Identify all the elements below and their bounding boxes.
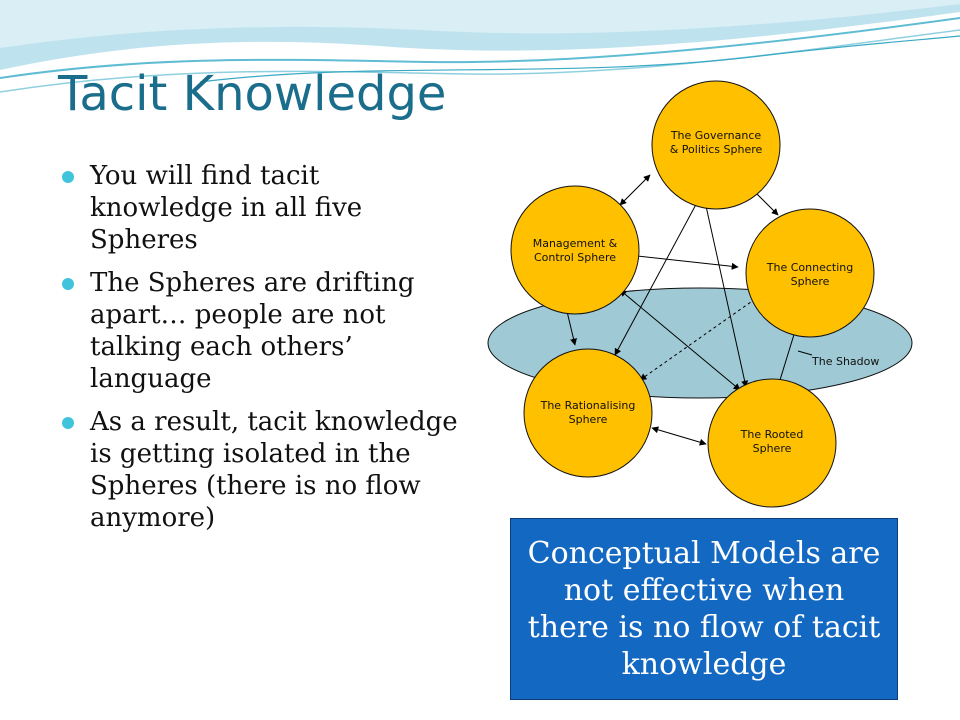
sphere-label-line: The Rationalising xyxy=(540,399,636,412)
arrow-management-connecting xyxy=(627,252,739,270)
sphere-rooted: The Rooted Sphere xyxy=(707,378,837,508)
wave-decoration xyxy=(0,0,960,93)
bullet-text: The Spheres are drifting apart… people a… xyxy=(90,267,415,395)
arrow-management-governance xyxy=(619,174,651,206)
sphere-label-line: Control Sphere xyxy=(534,251,616,264)
bullet-text: As a result, tacit knowledge is getting … xyxy=(90,406,458,534)
bullet-item: You will find tacit knowledge in all fiv… xyxy=(62,160,462,257)
arrow-rationalising-rooted xyxy=(651,426,707,446)
sphere-management: Management & Control Sphere xyxy=(510,185,640,315)
sphere-rationalising: The Rationalising Sphere xyxy=(523,348,653,478)
spheres-diagram: The Shadow The Governance & Politics Sph… xyxy=(487,80,913,508)
bullet-dot-icon xyxy=(62,171,74,183)
bullet-item: The Spheres are drifting apart… people a… xyxy=(62,267,462,396)
sphere-label-line: Sphere xyxy=(753,442,792,455)
bullet-dot-icon xyxy=(62,277,74,290)
callout-text: Conceptual Models are not effective when… xyxy=(527,535,881,683)
callout-box: Conceptual Models are not effective when… xyxy=(510,518,898,700)
sphere-label-line: Sphere xyxy=(791,275,830,288)
arrow-rationalising-connecting xyxy=(639,296,759,381)
bullet-list: You will find tacit knowledge in all fiv… xyxy=(62,160,462,545)
shadow-pointer-line xyxy=(797,350,813,356)
sphere-label-line: Management & xyxy=(533,237,618,250)
sphere-connecting: The Connecting Sphere xyxy=(745,208,875,338)
sphere-label-line: & Politics Sphere xyxy=(670,143,763,156)
bullet-text: You will find tacit knowledge in all fiv… xyxy=(90,161,363,256)
slide-title: Tacit Knowledge xyxy=(58,66,447,122)
sphere-label-line: Sphere xyxy=(569,413,608,426)
bullet-dot-icon xyxy=(62,416,74,429)
sphere-governance: The Governance & Politics Sphere xyxy=(651,80,781,210)
sphere-label-line: The Connecting xyxy=(766,261,853,274)
shadow-label: The Shadow xyxy=(811,355,879,368)
sphere-label-line: The Governance xyxy=(670,129,762,142)
bullet-item: As a result, tacit knowledge is getting … xyxy=(62,406,462,535)
sphere-label-line: The Rooted xyxy=(740,428,804,441)
